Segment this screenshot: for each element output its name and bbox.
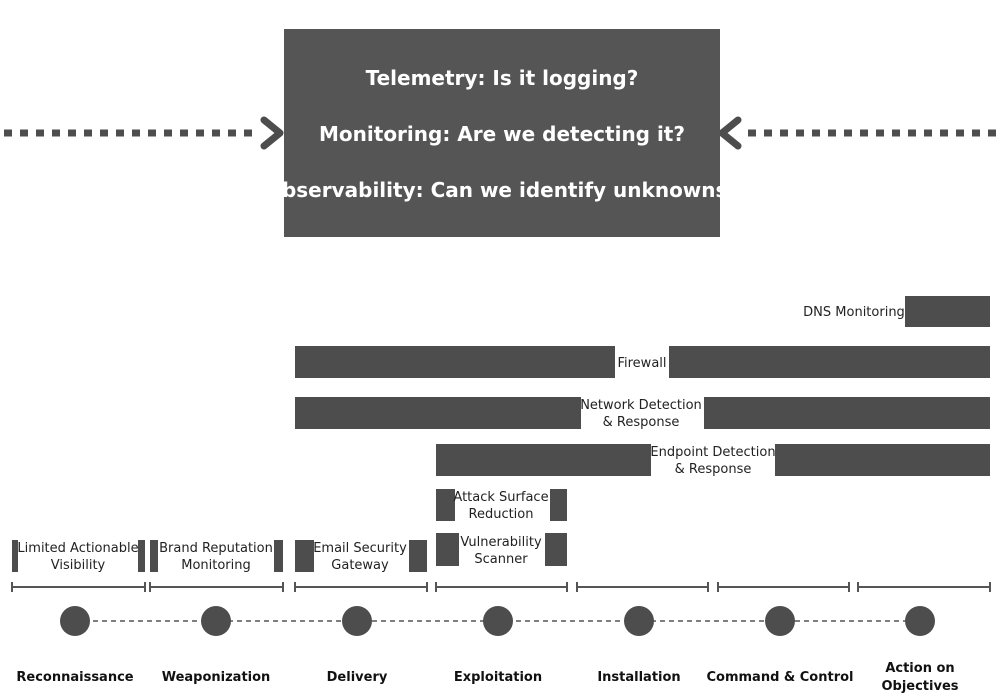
- phase-label-action-on-objectives: Objectives: [881, 679, 958, 694]
- phase-label-weaponization: Weaponization: [162, 670, 271, 685]
- left-dotted-arrow: [4, 116, 284, 150]
- coverage-bar-email-security-gateway-label-line: Gateway: [331, 558, 389, 573]
- coverage-bar-attack-surface-reduction-left-segment: [436, 489, 455, 521]
- phase-node-weaponization: [201, 606, 231, 636]
- coverage-bar-attack-surface-reduction-right-segment: [550, 489, 567, 521]
- coverage-bar-vulnerability-scanner-label-line: Vulnerability: [460, 535, 542, 550]
- coverage-bar-network-detection-and-response-label-line: & Response: [603, 415, 680, 430]
- phase-label-delivery: Delivery: [327, 670, 388, 685]
- coverage-bar-email-security-gateway-right-segment: [409, 540, 427, 572]
- coverage-bar-limited-actionable-visibility-right-segment: [138, 540, 145, 572]
- coverage-bar-endpoint-detection-and-response: Endpoint Detection & Response: [436, 444, 990, 477]
- coverage-bar-endpoint-detection-and-response-label-line: & Response: [675, 462, 752, 477]
- coverage-bar-attack-surface-reduction-label-line: Reduction: [469, 507, 534, 522]
- phase-node-action-on-objectives: [905, 606, 935, 636]
- phase-node-command-and-control: [765, 606, 795, 636]
- phase-label-exploitation: Exploitation: [454, 670, 542, 685]
- phase-bracket-weaponization: [149, 582, 284, 592]
- coverage-bar-email-security-gateway-label-line: Email Security: [313, 541, 407, 556]
- coverage-bar-brand-reputation-monitoring-label-line: Monitoring: [181, 558, 251, 573]
- coverage-bar-firewall: Firewall: [295, 346, 990, 378]
- phase-node-reconnaissance: [60, 606, 90, 636]
- phase-bracket-delivery: [294, 582, 428, 592]
- coverage-bar-dns-monitoring-label-line: DNS Monitoring: [803, 305, 905, 320]
- phase-bracket-exploitation: [435, 582, 568, 592]
- coverage-bar-network-detection-and-response: Network Detection & Response: [295, 397, 990, 430]
- phase-bracket-command-and-control: [717, 582, 850, 592]
- coverage-bar-vulnerability-scanner-label-line: Scanner: [474, 552, 528, 567]
- center-box-line-monitoring: Monitoring: Are we detecting it?: [319, 122, 685, 146]
- coverage-bar-vulnerability-scanner-left-segment: [436, 533, 459, 566]
- coverage-bar-vulnerability-scanner-right-segment: [545, 533, 567, 566]
- right-dotted-arrow: [718, 116, 996, 150]
- coverage-bar-network-detection-and-response-right-segment: [704, 397, 990, 429]
- coverage-bar-limited-actionable-visibility-left-segment: [12, 540, 18, 572]
- coverage-bar-firewall-right-segment: [669, 346, 990, 378]
- phase-bracket-installation: [576, 582, 709, 592]
- coverage-bar-firewall-label-line: Firewall: [617, 356, 666, 371]
- coverage-bar-limited-actionable-visibility-label-line: Limited Actionable: [17, 541, 138, 556]
- phase-label-reconnaissance: Reconnaissance: [16, 670, 133, 685]
- coverage-bar-brand-reputation-monitoring-label-line: Brand Reputation: [159, 541, 273, 556]
- coverage-bar-endpoint-detection-and-response-label-line: Endpoint Detection: [650, 445, 775, 460]
- phase-node-exploitation: [483, 606, 513, 636]
- phase-node-delivery: [342, 606, 372, 636]
- coverage-bar-endpoint-detection-and-response-right-segment: [775, 444, 990, 476]
- center-box-line-telemetry: Telemetry: Is it logging?: [366, 66, 639, 90]
- center-box: Telemetry: Is it logging? Monitoring: Ar…: [265, 29, 739, 237]
- phase-timeline: Reconnaissance Weaponization Delivery Explo…: [16, 606, 959, 694]
- coverage-bar-attack-surface-reduction-label-line: Attack Surface: [453, 490, 548, 505]
- coverage-bar-limited-actionable-visibility-label-line: Visibility: [51, 558, 106, 573]
- phase-node-installation: [624, 606, 654, 636]
- phase-label-installation: Installation: [597, 670, 680, 685]
- coverage-bar-firewall-left-segment: [295, 346, 615, 378]
- coverage-bar-dns-monitoring-right-segment: [905, 296, 990, 327]
- phase-bracket-action-on-objectives: [857, 582, 991, 592]
- coverage-bar-email-security-gateway-left-segment: [295, 540, 314, 572]
- coverage-bar-brand-reputation-monitoring-left-segment: [150, 540, 158, 572]
- center-box-line-observability: Observability: Can we identify unknowns?: [265, 178, 739, 202]
- phase-brackets: [11, 582, 991, 592]
- phase-bracket-reconnaissance: [11, 582, 146, 592]
- coverage-bar-network-detection-and-response-left-segment: [295, 397, 581, 429]
- coverage-bar-endpoint-detection-and-response-left-segment: [436, 444, 651, 476]
- coverage-bar-brand-reputation-monitoring-right-segment: [274, 540, 283, 572]
- coverage-bar-dns-monitoring: DNS Monitoring: [803, 296, 990, 327]
- coverage-bar-network-detection-and-response-label-line: Network Detection: [580, 398, 702, 413]
- phase-label-action-on-objectives: Action on: [885, 661, 954, 676]
- phase-label-command-and-control: Command & Control: [706, 670, 853, 685]
